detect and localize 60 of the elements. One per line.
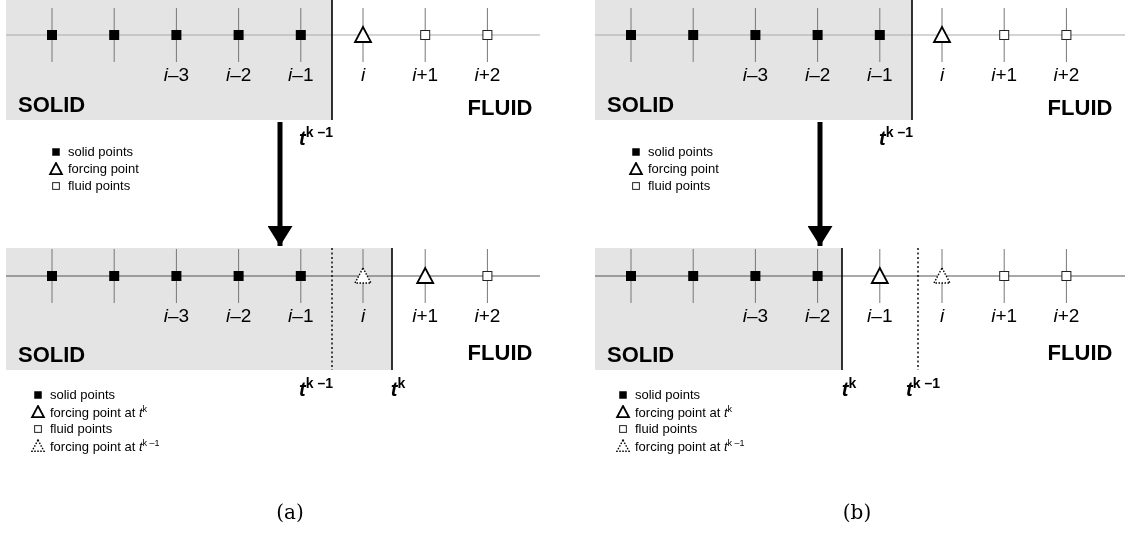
solid-region <box>595 248 842 370</box>
arrow <box>267 122 293 246</box>
index-label: i+2 <box>1053 305 1080 327</box>
legend-text: forcing point at t$^{k –1}$ <box>635 437 745 456</box>
index-label: i–3 <box>163 305 190 327</box>
index-label: i–3 <box>163 64 190 86</box>
legend-text: solid points <box>648 143 714 160</box>
region-label: SOLID <box>607 342 675 368</box>
solid-region <box>6 0 332 120</box>
index-label: i <box>939 305 945 327</box>
index-label: i–3 <box>742 305 769 327</box>
index-label: i–2 <box>225 305 252 327</box>
index-label: i <box>360 305 366 327</box>
index-label: i <box>360 64 366 86</box>
legend-text: fluid points <box>635 420 698 437</box>
legend-text: forcing point at t$^{k}$ <box>635 403 732 422</box>
time-label: t$^{k}$ <box>390 375 406 401</box>
region-label: SOLID <box>18 92 86 118</box>
solid-region <box>6 248 392 370</box>
index-label: i+2 <box>474 64 501 86</box>
index-label: i–1 <box>867 64 893 86</box>
time-label: t$^{k –1}$ <box>906 375 940 401</box>
index-label: i–1 <box>867 305 893 327</box>
legend-text: solid points <box>68 143 134 160</box>
time-label: t$^{k –1}$ <box>879 124 913 150</box>
legend-text: forcing point <box>68 160 139 177</box>
region-label: SOLID <box>607 92 675 118</box>
index-label: i <box>939 64 945 86</box>
region-label: SOLID <box>18 342 86 368</box>
index-label: i+2 <box>474 305 501 327</box>
legend-text: forcing point <box>648 160 719 177</box>
index-label: i–1 <box>288 64 314 86</box>
time-label: t$^{k –1}$ <box>299 124 333 150</box>
legend-text: fluid points <box>50 420 113 437</box>
index-label: i–1 <box>288 305 314 327</box>
index-label: i–2 <box>804 305 831 327</box>
legend-text: forcing point at t$^{k –1}$ <box>50 437 160 456</box>
solid-region <box>595 0 912 120</box>
legend-text: forcing point at t$^{k}$ <box>50 403 147 422</box>
index-label: i+1 <box>991 305 1018 327</box>
index-label: i+1 <box>991 64 1018 86</box>
legend-text: fluid points <box>648 177 711 194</box>
index-label: i–2 <box>804 64 831 86</box>
time-label: t$^{k}$ <box>841 375 857 401</box>
panel-caption: (b) <box>842 500 872 524</box>
index-label: i+1 <box>412 64 439 86</box>
panel-caption: (a) <box>276 500 304 524</box>
region-label: FLUID <box>1047 340 1113 366</box>
region-label: FLUID <box>1047 95 1113 121</box>
index-label: i+2 <box>1053 64 1080 86</box>
time-label: t$^{k –1}$ <box>299 375 333 401</box>
region-label: FLUID <box>467 340 533 366</box>
index-label: i–3 <box>742 64 769 86</box>
index-label: i–2 <box>225 64 252 86</box>
legend-text: solid points <box>50 386 116 403</box>
legend-text: solid points <box>635 386 701 403</box>
region-label: FLUID <box>467 95 533 121</box>
index-label: i+1 <box>412 305 439 327</box>
legend-text: fluid points <box>68 177 131 194</box>
arrow <box>807 122 833 246</box>
